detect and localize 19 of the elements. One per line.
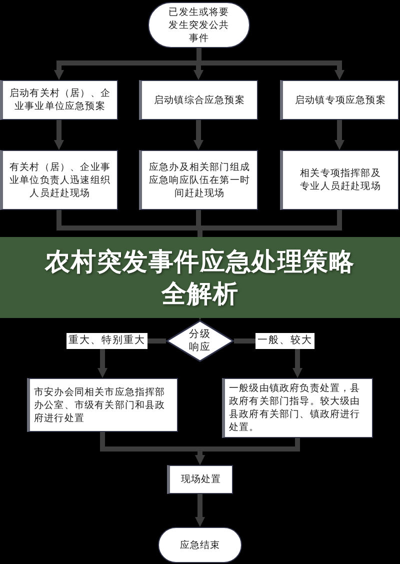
process-box: 启动镇综合应急预案 — [139, 80, 258, 120]
process-box: 应急办及相关部门组成应急响应队伍在第一时间赶赴现场 — [139, 150, 258, 210]
arrow — [195, 494, 205, 527]
process-box: 市安办会同相关市应急指挥部办公室、市级有关部门和县政府进行处置 — [27, 378, 178, 432]
arrow — [54, 120, 64, 150]
process-box: 一般级由镇政府负责处置，县政府有关部门指导。较大级由县政府有关部门、镇政府进行处置。 — [222, 378, 373, 438]
process-box: 启动有关村（居）、企业事业单位应急预案 — [0, 80, 118, 120]
rounded-box: 应急结束 — [158, 527, 242, 563]
arrow — [334, 120, 344, 150]
title: 农村突发事件应急处理策略全解析 — [44, 246, 356, 310]
rounded-box: 已发生或将要发生突发公共事件 — [148, 2, 250, 48]
arrow — [194, 120, 204, 150]
process-box: 相关专项指挥部及专业人员赶赴现场 — [280, 150, 399, 210]
process-box: 有关村（居）、企业事业单位负责人迅速组织人员赶赴现场 — [0, 150, 118, 210]
arrow — [195, 438, 300, 465]
process-box: 现场处置 — [167, 465, 233, 494]
process-box: 启动镇专项应急预案 — [280, 80, 399, 120]
decision-diamond: 分级响应 — [166, 320, 234, 362]
edge-label: 一般、较大 — [256, 333, 314, 349]
